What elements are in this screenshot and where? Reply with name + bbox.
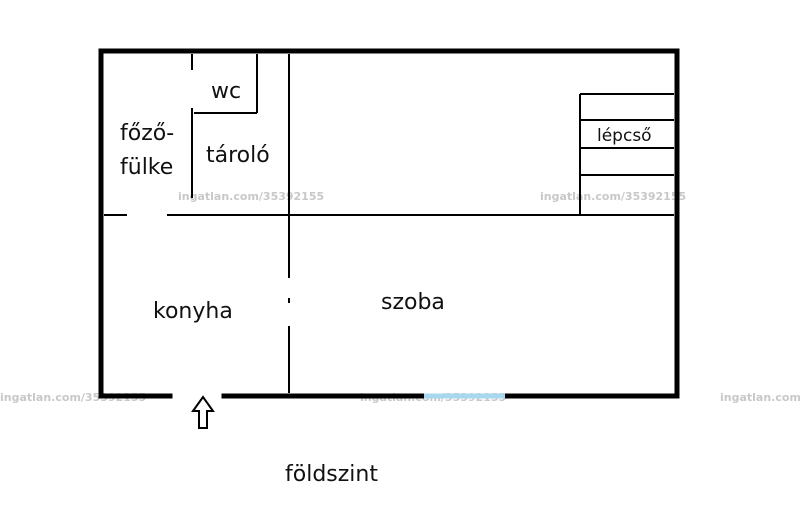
label-szoba: szoba [381,290,445,315]
level-label: földszint [285,462,378,487]
watermark-1: ingatlan.com/35392155 [178,190,324,203]
watermark-2: ingatlan.com/35392155 [540,190,686,203]
staircase [579,93,674,215]
label-konyha: konyha [153,299,233,324]
outer-walls [98,48,680,399]
label-lepcso: lépcső [597,126,652,146]
label-tarolo: tároló [206,143,270,168]
label-fozo-line1: főző- [120,121,174,146]
watermark-5: ingatlan.com/35392155 [720,391,800,404]
label-wc: wc [211,79,241,104]
label-fozo-line2: fülke [120,155,173,180]
interior-walls [104,54,674,393]
entrance-arrow-icon [191,395,215,429]
